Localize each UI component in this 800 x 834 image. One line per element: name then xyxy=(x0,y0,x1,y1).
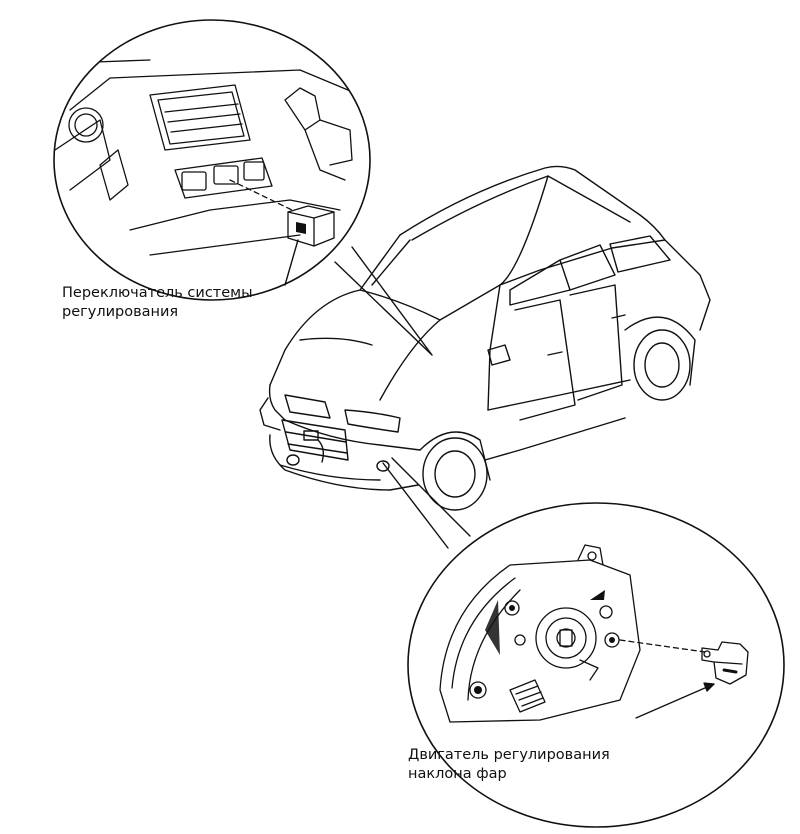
motor-label-line2: наклона фар xyxy=(408,766,507,782)
headlamp-circle-outline xyxy=(407,502,785,828)
dashboard-callout-cone xyxy=(334,246,433,356)
headlamp-illustration xyxy=(439,544,749,723)
car-illustration xyxy=(259,165,711,511)
switch-label-line2: регулирования xyxy=(62,304,179,320)
dashboard-circle-outline xyxy=(53,19,371,301)
switch-leader-line xyxy=(284,239,299,286)
switch-label: Переключатель системы регулирования xyxy=(62,284,253,322)
dashboard-illustration xyxy=(54,59,361,256)
switch-label-line1: Переключатель системы xyxy=(62,285,253,301)
motor-label-line1: Двигатель регулирования xyxy=(408,747,610,763)
headlamp-detail-callout xyxy=(382,457,785,828)
dashboard-detail-callout xyxy=(53,19,433,356)
motor-label: Двигатель регулирования наклона фар xyxy=(408,746,610,784)
headlamp-callout-cone xyxy=(382,457,471,549)
